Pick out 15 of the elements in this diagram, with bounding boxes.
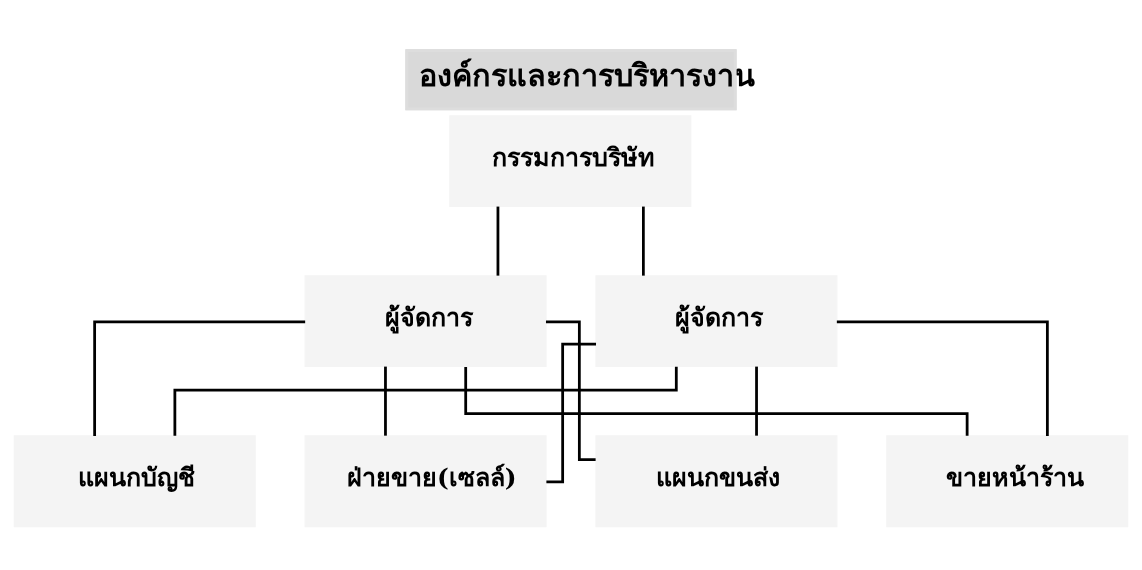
node-box: แผนกบัญชี [13,435,256,528]
connector [93,320,306,436]
node-box: ขายหน้าร้าน [886,435,1129,528]
node-box: ผู้จัดการ [304,275,547,368]
diagram-title: องค์กรและการบริหารงาน [419,57,756,94]
node-box: ผู้จัดการ [595,275,838,368]
node-box: กรรมการบริษัท [449,115,692,208]
node-box: แผนกขนส่ง [595,435,838,528]
connector [641,206,645,276]
connector [173,366,678,436]
connector [384,366,387,436]
connector [836,320,1049,436]
node-box: ฝ่ายขาย(เซลล์) [304,435,547,528]
connector [496,206,500,276]
connector [755,366,758,436]
